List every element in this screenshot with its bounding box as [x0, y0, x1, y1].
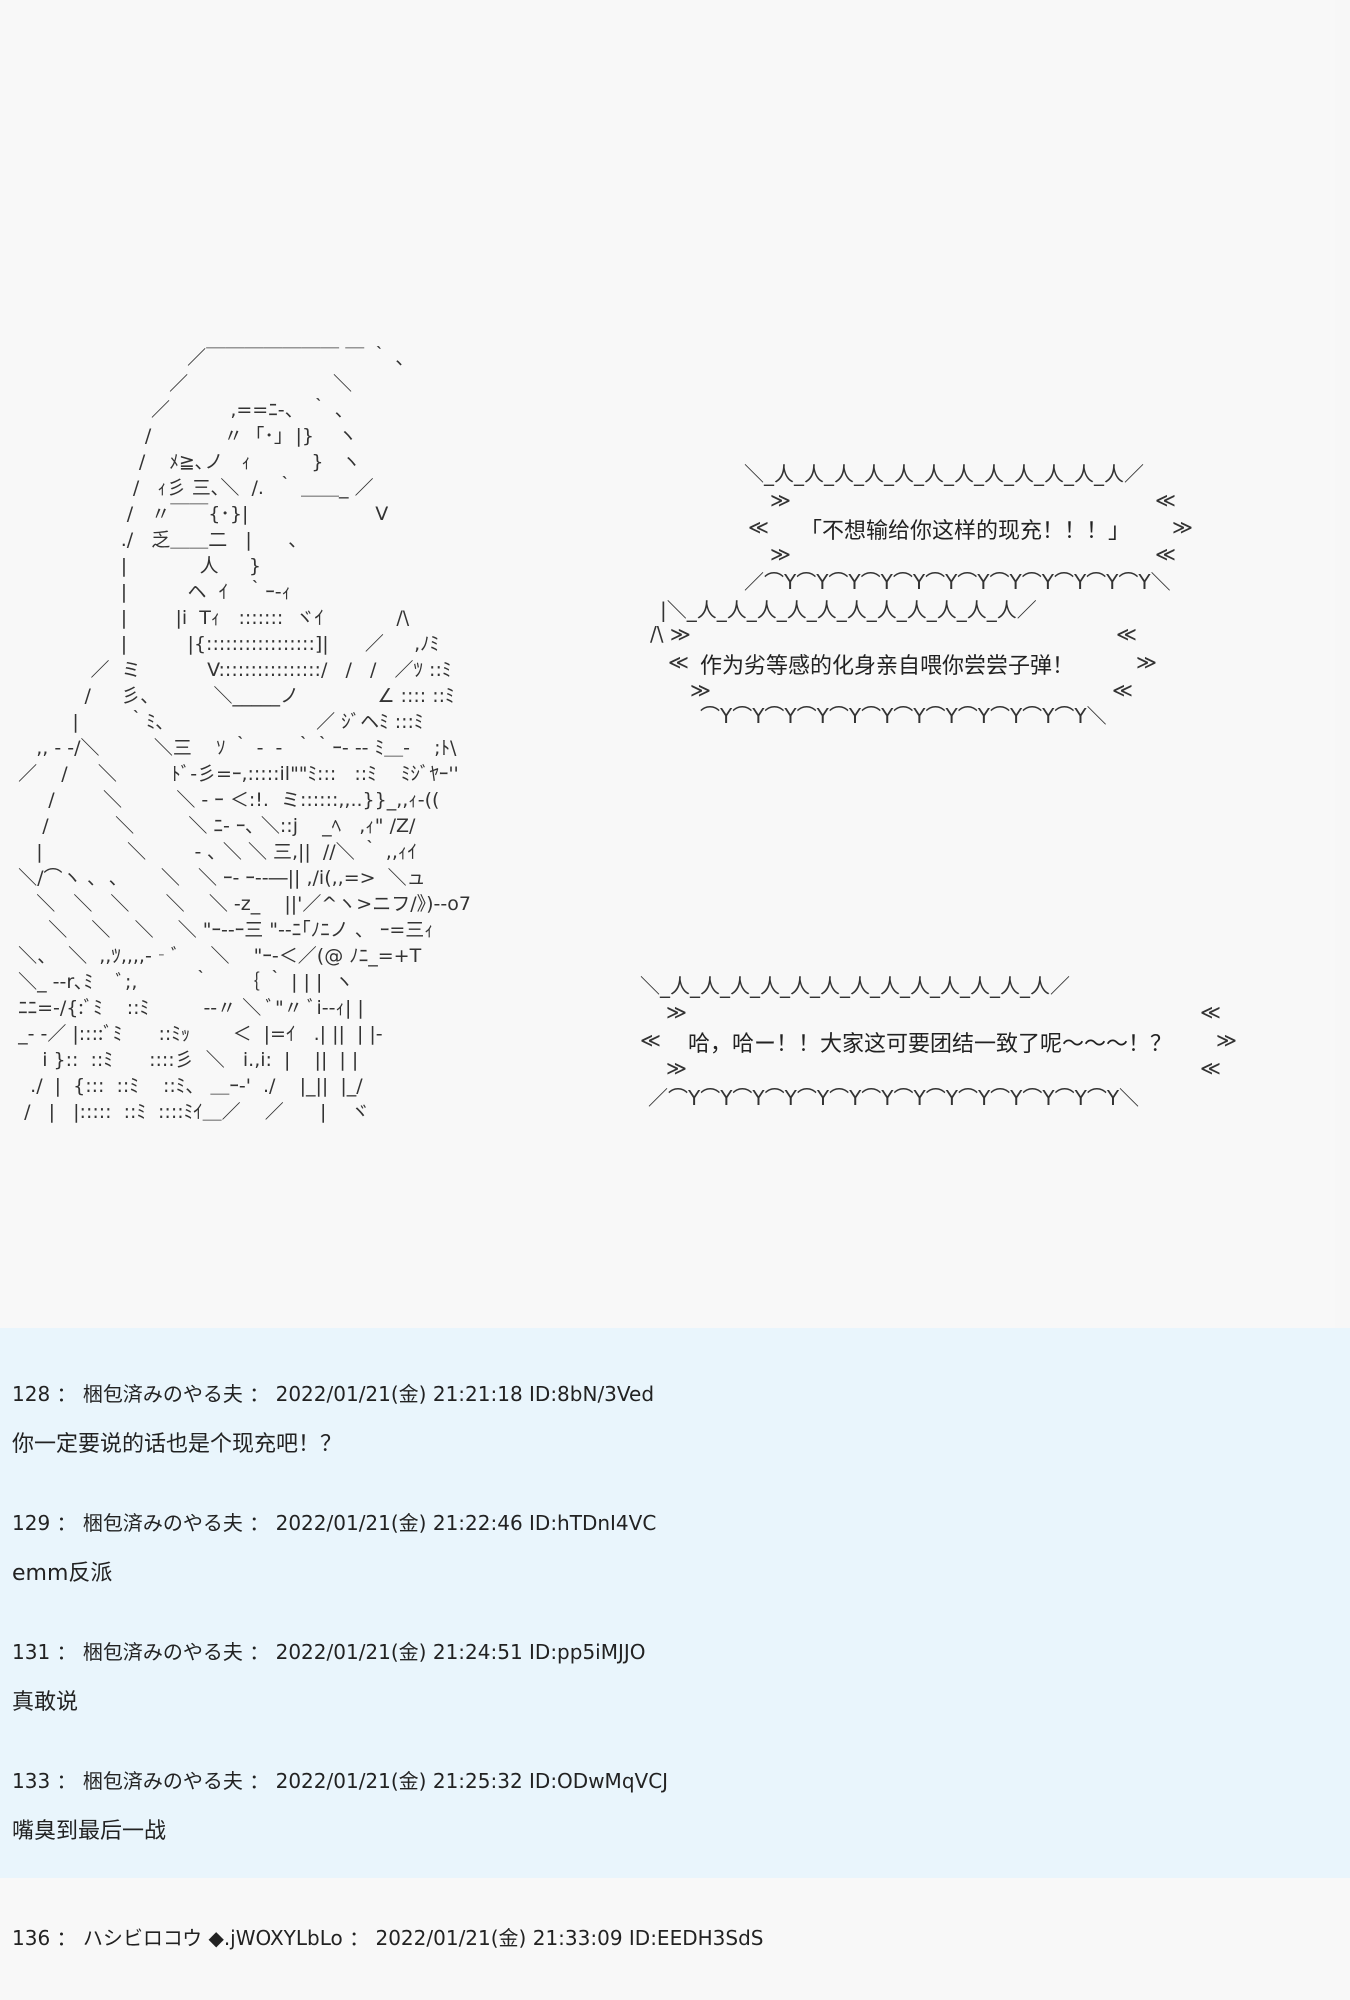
author-post-section: 136 ： ハシビロコウ ◆.jWOXYLbLo ： 2022/01/21(金)…: [0, 1878, 1350, 2000]
ascii-art-line: i }:: ::ﾐ ::::彡 ＼ i.,i: | || | |: [6, 1049, 359, 1071]
ascii-art-line: ／￣￣￣￣￣￣￣ ￣ ｀ 、: [6, 347, 415, 369]
ascii-art-line: / ＼ ＼ ‐ ｰ ＜:!. ミ::::::,,..}}_,,ｨ-((: [6, 789, 440, 811]
bubble-top-border: |＼_人_人_人_人_人_人_人_人_人_人_人／: [660, 598, 1037, 622]
bubble-bottom-border: ／⌒Y⌒Y⌒Y⌒Y⌒Y⌒Y⌒Y⌒Y⌒Y⌒Y⌒Y⌒Y＼: [744, 570, 1171, 594]
ascii-art-panel: ／￣￣￣￣￣￣￣ ￣ ｀ 、 ／ ＼ ／ ,==ﾆ-、 ｀ 、 / 〃 ｢･｣ …: [6, 345, 1237, 1125]
bubble-edge: ≪: [748, 515, 769, 539]
ascii-art-line: ＼、 ＼ ,,ﾂ,,,,‐‐ﾞ ＼ "ｰ‐＜／(@ ﾉﾆ_=+T: [6, 945, 422, 967]
bubble-bottom-border: ／⌒Y⌒Y⌒Y⌒Y⌒Y⌒Y⌒Y⌒Y⌒Y⌒Y⌒Y⌒Y⌒Y⌒Y＼: [648, 1086, 1140, 1110]
bubble-edge: ≫: [666, 1000, 687, 1024]
ascii-art-line: | ｀ﾐ､ ／ ｼﾞヘﾐ :::ﾐ: [6, 711, 424, 733]
ascii-art-line: | |i Tｨ ::::::: ヾｲ /\: [6, 607, 410, 629]
ascii-art-line: / 〃 ｢･｣ |} ヽ: [6, 425, 358, 447]
ascii-art-line: ＼ ＼ ＼ ＼ ＼ ‐z_ ||'／^ヽ>ニフ/》)‐‐o7: [6, 893, 471, 915]
bubble-edge: ≫: [1216, 1028, 1237, 1052]
ascii-art-line: ./ 乏＿＿二 | 、: [6, 529, 308, 551]
bubble-edge: ≫: [770, 542, 791, 566]
bubble-edge: ≪: [640, 1028, 661, 1052]
ascii-art-line: ﾆﾆ=‐/{:ﾞﾐ ::ﾐ ‐‐〃 ＼ ﾞ"〃 ﾞi‐‐ｨ| |: [6, 997, 364, 1019]
ascii-art-line: / 彡、 ＼_____ノ ∠ :::: ::ﾐ: [6, 685, 455, 707]
bubble-top-border: ＼_人_人_人_人_人_人_人_人_人_人_人_人_人／: [640, 974, 1070, 998]
ascii-art-line: / ｨ彡 三､＼ /. ｀ ＿＿_ ／: [6, 477, 374, 499]
bubble-edge: ≫: [1172, 515, 1193, 539]
bubble-text: 作为劣等感的化身亲自喂你尝尝子弹！: [700, 654, 1075, 679]
bubble-text: 「不想输给你这样的现充！！！」: [800, 519, 1131, 544]
ascii-art-line: ＼ ＼ ＼ ＼ "ｰ-‐ｰ三 "‐‐ﾆ｢ﾉﾆノ 、 ｰ=三ｨ: [6, 919, 434, 941]
post-body-128: 你一定要说的话也是个现充吧！？: [12, 1432, 343, 1457]
ascii-art-line: / | |::::: ::ﾐ ::::ﾐｲ＿／ ／ | ヾ: [6, 1101, 370, 1123]
post-header-133: 133 ： 梱包済みのやる夫 ： 2022/01/21(金) 21:25:32 …: [12, 1769, 669, 1793]
posts-section: 128 ： 梱包済みのやる夫 ： 2022/01/21(金) 21:21:18 …: [0, 1328, 1350, 1878]
bubble-edge: ≪: [668, 650, 689, 674]
bubble-top-border: ＼_人_人_人_人_人_人_人_人_人_人_人_人／: [744, 462, 1144, 486]
ascii-art-line: ／ ,==ﾆ-、 ｀ 、: [6, 399, 354, 421]
post-body-129: emm反派: [12, 1561, 113, 1586]
bubble-text: 哈，哈ー！！大家这可要团结一致了呢～～～！？: [688, 1032, 1173, 1057]
ascii-art-line: ,, - ‐/＼ ＼三 ｿ ｀ - - ｀｀ｰ- -‐ ﾐ＿‐ ;ﾄ\: [6, 737, 457, 759]
ascii-art-line: | ヘ ｲ ｀ｰ‐ｨ: [6, 581, 292, 603]
post-header-131: 131 ： 梱包済みのやる夫 ： 2022/01/21(金) 21:24:51 …: [12, 1640, 646, 1664]
ascii-art-line: / ﾒ≧､ノ ｨ } ヽ: [6, 451, 361, 473]
ascii-art: ／￣￣￣￣￣￣￣ ￣ ｀ 、 ／ ＼ ／ ,==ﾆ-、 ｀ 、 / 〃 ｢･｣ …: [6, 345, 471, 1125]
ascii-art-line: | ＼ ‐ ､ ＼ ＼ 三,|| //＼ ｀ ,,ｨｲ: [6, 841, 417, 863]
bubble-edge: /\ ≫: [650, 622, 691, 646]
bubble-edge: ≫: [690, 678, 711, 702]
ascii-art-line: / 〃￣￣{･}| V: [6, 503, 389, 525]
bubble-edge: ≫: [1136, 650, 1157, 674]
bubble-edge: ≪: [1155, 488, 1176, 512]
bubble-edge: ≪: [1200, 1056, 1221, 1080]
post-header-136: 136 ： ハシビロコウ ◆.jWOXYLbLo ： 2022/01/21(金)…: [12, 1926, 764, 1950]
post-body-133: 嘴臭到最后一战: [12, 1819, 167, 1844]
bubble-edge: ≪: [1200, 1000, 1221, 1024]
post-header-128: 128 ： 梱包済みのやる夫 ： 2022/01/21(金) 21:21:18 …: [12, 1382, 655, 1406]
bubble-edge: ≪: [1116, 622, 1137, 646]
bubble-bottom-border: ⌒Y⌒Y⌒Y⌒Y⌒Y⌒Y⌒Y⌒Y⌒Y⌒Y⌒Y⌒Y＼: [700, 704, 1107, 728]
bubble-edge: ≫: [770, 488, 791, 512]
post-header-129: 129 ： 梱包済みのやる夫 ： 2022/01/21(金) 21:22:46 …: [12, 1511, 657, 1535]
ascii-art-line: | |{:::::::::::::::::]| ／ ,ﾉﾐ: [6, 633, 440, 655]
post-body-131: 真敢说: [12, 1690, 79, 1715]
ascii-art-line: ／ / ＼ ﾄﾞ‐彡=ｰ,:::::il""ﾐ::: ::ﾐ ﾐｼﾞﾔｰ'': [6, 763, 459, 785]
bubble-edge: ≪: [1155, 542, 1176, 566]
ascii-art-line: | 人 }: [6, 555, 261, 577]
ascii-art-line: ／ ＼: [6, 373, 353, 395]
bubble-edge: ≪: [1112, 678, 1133, 702]
ascii-art-line: ／ ミ V::::::::::::::::/ / / ／ﾂ ::ﾐ: [6, 659, 452, 681]
ascii-art-line: ./ | {::: ::ﾐ ::ﾐ、 ＿ｰ‐' ./ |_|| |_/: [6, 1075, 363, 1097]
ascii-art-line: ＼_ ‐‐r､ﾐ ﾞ;, ｀ ｛ ｀ | | | ヽ: [6, 971, 354, 993]
ascii-art-line: _- ‐／ |::::ﾞﾐ ::ﾐｯ ＜ |=ｲ .| || | |‐: [6, 1023, 383, 1045]
ascii-art-line: / ＼ ＼ ﾆ‐ ｰ､ ＼::j _ﾍ ,ｨ" /Z/: [6, 815, 416, 837]
bubble-edge: ≫: [666, 1056, 687, 1080]
ascii-art-line: ＼/⌒ヽ ､ ､ ＼ ＼ ｰ‐ ｰ‐‐―|| ,/i(,,=> ＼ュ: [6, 867, 426, 889]
